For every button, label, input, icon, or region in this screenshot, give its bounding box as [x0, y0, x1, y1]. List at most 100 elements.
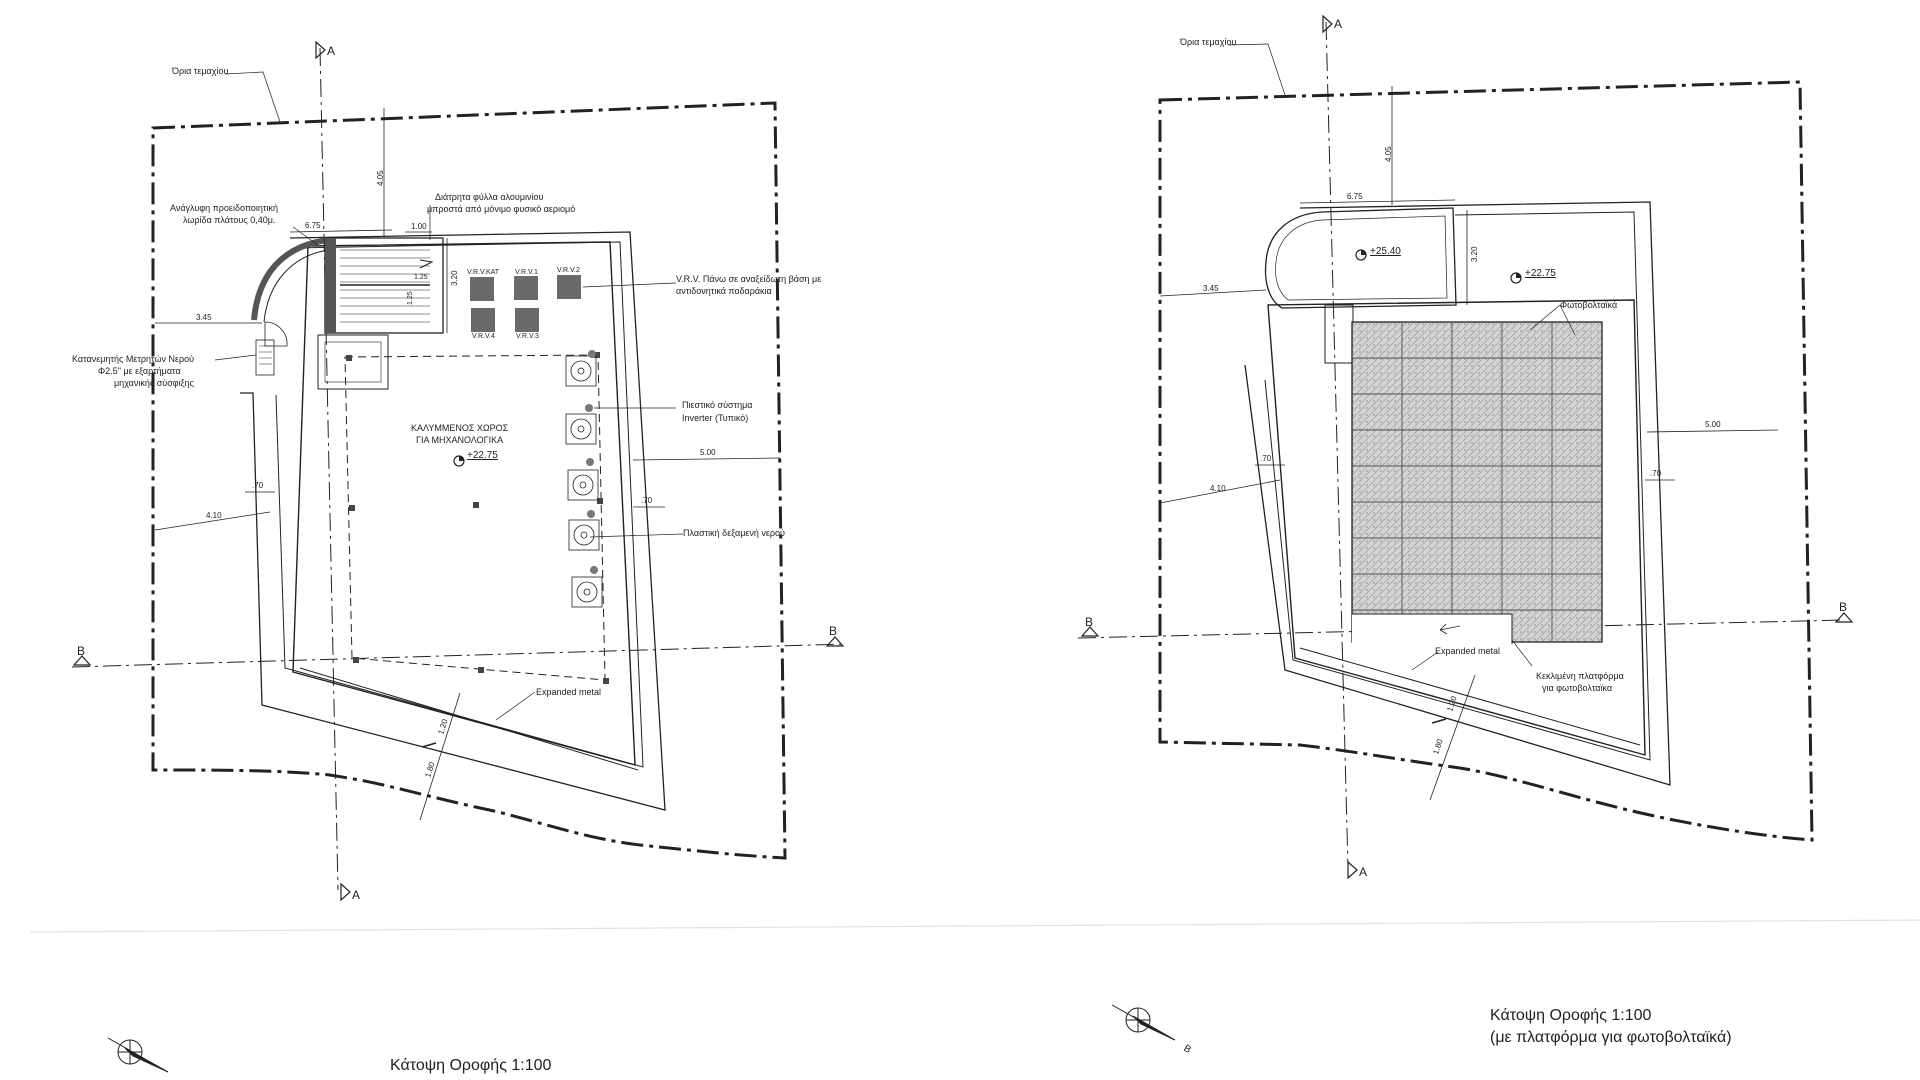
- dim-left-345-text: 3.45: [196, 313, 212, 322]
- covered-area-outline: [344, 354, 606, 681]
- expanded-metal-left: Expanded metal: [536, 687, 601, 697]
- note-covered-1: ΚΑΛΥΜΜΕΝΟΣ ΧΩΡΟΣ: [411, 423, 509, 433]
- dim-right-500-text: 5.00: [700, 448, 716, 457]
- door-swing: [264, 321, 288, 347]
- dim-west-410-right: [1159, 479, 1281, 504]
- water-meter-lines: [259, 345, 272, 365]
- leader-parcel-right: [1227, 43, 1286, 96]
- section-a-top-left: A: [327, 44, 335, 58]
- inclined-platform-2: για φωτοβολταϊκα: [1542, 683, 1612, 693]
- section-marker-b-right: [825, 636, 845, 647]
- dim-top-offset-right-text: 4.05: [1384, 146, 1393, 162]
- building-outline-outer-right: [1244, 201, 1671, 786]
- level-text-left: +22.75: [467, 450, 498, 461]
- vrv-unit-2: [557, 275, 581, 299]
- north-arrow-left: [107, 1037, 169, 1073]
- vrv-label-kat: V.R.V.KAT: [467, 269, 500, 276]
- section-axis-b: [71, 643, 846, 668]
- section-marker-b-left-right: [1080, 626, 1100, 637]
- leader-meter: [214, 354, 257, 361]
- parcel-boundary: [151, 101, 787, 860]
- section-axis-a-right: [1325, 21, 1349, 869]
- vrv-unit-4: [471, 308, 495, 332]
- dim-right-500-right: [1646, 429, 1779, 433]
- section-marker-a-top: [315, 40, 326, 60]
- level-text-right: +22.75: [1525, 268, 1556, 279]
- section-b-left-w: B: [77, 644, 85, 658]
- caption-left: Κάτοψη Οροφής 1:100: [390, 1057, 552, 1074]
- note-meter-1: Κατανεμητής Μετρητών Νερού: [72, 354, 194, 364]
- note-vrv-2: αντιδονητικά ποδαράκια: [676, 286, 772, 296]
- note-meter-2: Φ2.5" με εξαρτήματα: [98, 366, 181, 376]
- pv-grid: [1352, 322, 1602, 642]
- leader-tank: [589, 533, 684, 538]
- dim-top-offset-text: 4.05: [376, 170, 385, 186]
- dim-bottom: [419, 692, 461, 821]
- expanded-metal-line: [299, 667, 639, 771]
- note-meter-3: μηχανικής σύσφιξης: [114, 378, 195, 388]
- section-axis-a: [319, 47, 339, 891]
- caption-right-1: Κάτοψη Οροφής 1:100: [1490, 1007, 1652, 1024]
- leader-parcel: [224, 71, 281, 123]
- dim-width-top-right: [1299, 199, 1456, 204]
- leader-expanded-right: [1411, 651, 1439, 671]
- leader-pv: [1529, 304, 1576, 336]
- caption-right-2: (με πλατφόρμα για φωτοβολταϊκά): [1490, 1029, 1732, 1046]
- expanded-metal-line-right: [1299, 647, 1641, 746]
- dim-stair-text: 1.00: [411, 222, 427, 231]
- left-roof-plan: [71, 40, 846, 1073]
- roof-slab-edge: [292, 241, 636, 766]
- pump-units: [585, 350, 598, 574]
- vrv-label-1: V.R.V.1: [515, 269, 538, 276]
- section-b-right-w: B: [1085, 615, 1093, 629]
- dim-right-500-right-text: 5.00: [1705, 420, 1721, 429]
- dim-width-top-text: 6.75: [305, 221, 321, 230]
- inclined-platform-1: Κεκλιμένη πλατφόρμα: [1536, 671, 1624, 681]
- vrv-label-2: V.R.V.2: [557, 267, 580, 274]
- roof-hatch-inner: [324, 341, 382, 383]
- dim-right-500: [632, 457, 781, 461]
- dim-rail-070-w-text: .70: [252, 481, 264, 490]
- note-covered-2: ΓΙΑ ΜΗΧΑΝΟΛΟΓΙΚΑ: [416, 435, 503, 445]
- stair-shaft-right: [1324, 304, 1354, 364]
- note-pump-1: Πιεστικό σύστημα: [682, 400, 753, 410]
- section-a-bottom-right: A: [1359, 865, 1367, 879]
- pv-slope-arrow: [1439, 623, 1461, 635]
- dim-125-a-text: 1.25: [414, 274, 428, 281]
- stair-arrow: [419, 259, 434, 269]
- left-plan-labels: Όρια τεμαχίου A A B B 4.05 6.75 1.00 3.2…: [72, 44, 837, 902]
- dim-rail-070-w-right-text: .70: [1260, 454, 1272, 463]
- dim-rail-070-e-text: .70: [641, 496, 653, 505]
- dim-left-345-right-text: 3.45: [1203, 284, 1219, 293]
- section-marker-a-bottom: [340, 882, 351, 902]
- building-outline-outer: [240, 231, 666, 811]
- right-roof-plan: [1077, 14, 1854, 1041]
- upper-block: [1264, 207, 1457, 309]
- section-b-right-e: B: [1839, 600, 1847, 614]
- dim-bottom-right: [1429, 674, 1476, 801]
- dim-west-410-text: 4.10: [206, 511, 222, 520]
- vrv-unit-kat: [470, 277, 494, 301]
- dim-width-top-right-text: 6.75: [1347, 192, 1363, 201]
- stair-tower-curve-inner: [263, 249, 329, 323]
- roof-slab-edge-right: [1267, 299, 1646, 756]
- parapet-inner-right: [1264, 211, 1651, 761]
- dim-bottom-tick-right: [1431, 718, 1447, 724]
- sheet-divider: [29, 919, 1920, 933]
- section-marker-b-left: [72, 655, 92, 666]
- section-marker-a-top-right: [1322, 14, 1333, 34]
- stair-wall-dark: [325, 238, 336, 333]
- pv-label: Φωτοβολταϊκά: [1560, 300, 1617, 310]
- north-label-right: B: [1182, 1043, 1194, 1056]
- leader-relief: [292, 226, 319, 246]
- dim-bottom-120-text: 1.20: [436, 718, 450, 736]
- section-marker-b-right-right: [1834, 612, 1854, 623]
- dim-125-b-text: 1.25: [407, 291, 414, 305]
- parcel-label-left: Όρια τεμαχίου: [171, 66, 228, 76]
- stair-treads: [340, 249, 430, 323]
- note-relief-1: Ανάγλυφη προειδοποιητική: [170, 203, 278, 213]
- vrv-unit-3: [515, 308, 539, 332]
- roof-hatch: [317, 334, 389, 390]
- dim-side-320-right-text: 3.20: [1470, 246, 1479, 262]
